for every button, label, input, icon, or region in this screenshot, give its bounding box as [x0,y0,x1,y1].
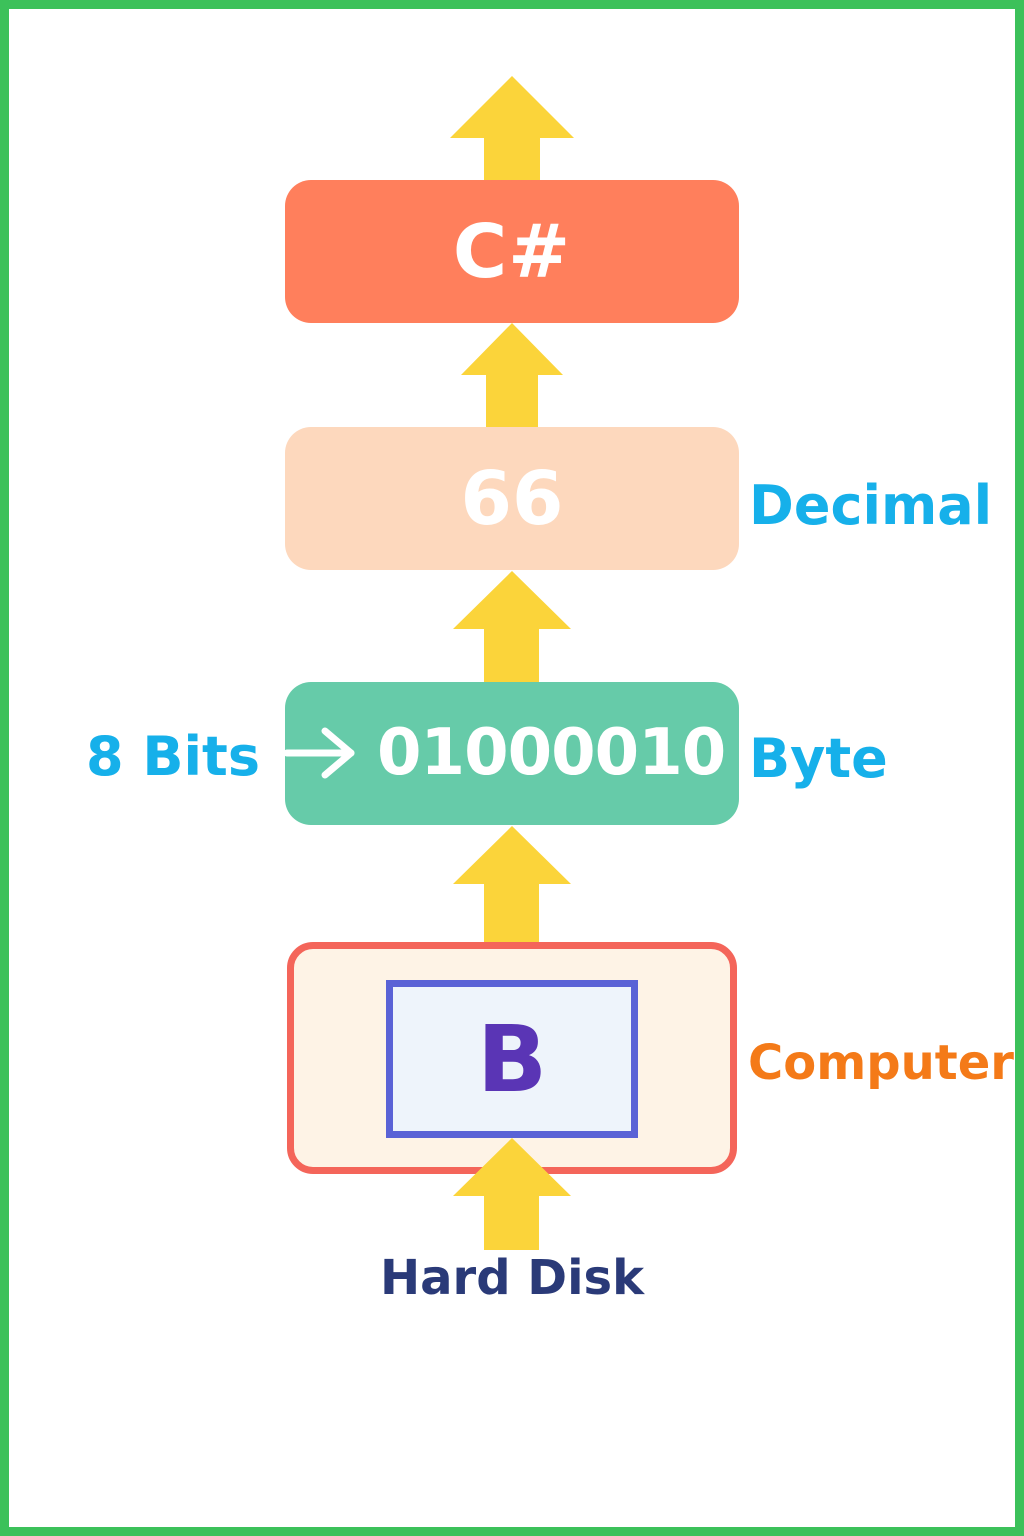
decimal-box: 66 [285,427,739,570]
csharp-box: C# [285,180,739,323]
character-label: B [476,1005,548,1113]
computer-screen: B [386,980,638,1138]
csharp-label: C# [452,208,572,295]
byte-value: 01000010 [377,716,726,790]
decimal-value: 66 [460,455,564,542]
hard-disk-label: Hard Disk [379,1250,645,1306]
decimal-label: Decimal [749,474,993,537]
up-arrow-harddisk-to-computer [453,1138,571,1250]
up-arrow-computer-to-byte [453,826,571,944]
up-arrow-decimal-to-csharp [461,323,563,429]
up-arrow-top [450,76,574,182]
computer-label: Computer [748,1035,1014,1091]
byte-label: Byte [749,727,888,790]
bits-label: 8 Bits [86,725,260,788]
right-arrow-icon [285,727,355,779]
byte-box: 01000010 [285,682,739,825]
up-arrow-byte-to-decimal [453,571,571,683]
